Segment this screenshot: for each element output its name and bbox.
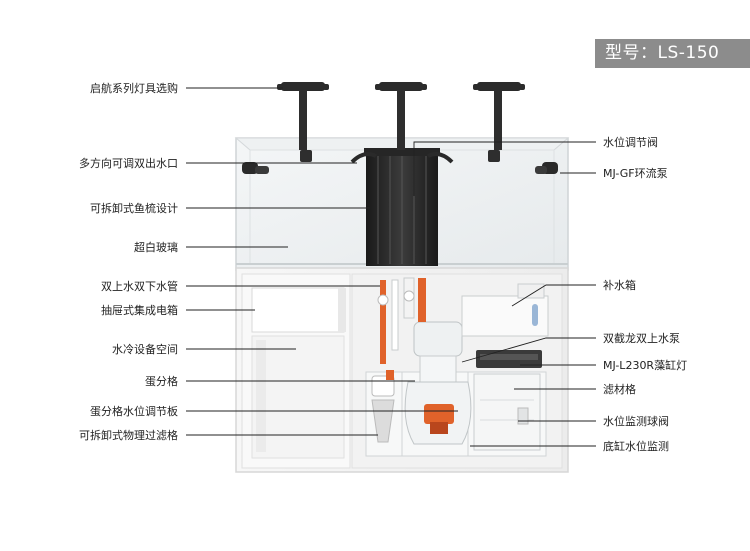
label-ball-valve: 水位监测球阀: [603, 415, 669, 428]
filter-sock: [371, 399, 395, 443]
label-pipes: 双上水双下水管: [101, 280, 178, 293]
label-sump-monitor: 底缸水位监测: [603, 440, 669, 453]
label-gf-pump: MJ-GF环流泵: [603, 167, 668, 180]
light-fixture-left: [277, 82, 329, 162]
label-ato-box: 补水箱: [603, 279, 636, 292]
refugium-light: [476, 350, 542, 368]
label-media: 滤材格: [603, 383, 636, 396]
label-refugium-light: MJ-L230R藻缸灯: [603, 359, 688, 372]
overflow-comb-box: [350, 148, 454, 266]
protein-skimmer: [404, 321, 472, 445]
light-fixture-right: [473, 82, 525, 162]
label-comb: 可拆卸式鱼梳设计: [90, 202, 178, 215]
gf-pump-left: [242, 162, 269, 174]
ato-reservoir: [461, 283, 549, 337]
label-filter: 可拆卸式物理过滤格: [79, 429, 178, 442]
leader-lines-left: [186, 87, 458, 436]
label-drawer-box: 抽屉式集成电箱: [101, 304, 178, 317]
label-dual-outlet: 多方向可调双出水口: [79, 157, 178, 170]
gf-pump-right: [535, 162, 558, 174]
label-chiller-space: 水冷设备空间: [112, 343, 178, 356]
drawer-electric-box: [251, 287, 346, 333]
label-skimmer-chamber: 蛋分格: [145, 375, 178, 388]
model-badge: 型号：LS-150: [595, 39, 750, 68]
label-level-valve: 水位调节阀: [603, 136, 658, 149]
label-glass: 超白玻璃: [134, 241, 178, 254]
light-fixture-center: [375, 82, 427, 150]
leader-lines-right: [413, 141, 596, 447]
chiller-space: [251, 335, 345, 459]
label-level-plate: 蛋分格水位调节板: [90, 405, 178, 418]
label-lights: 启航系列灯具选购: [90, 82, 178, 95]
media-chamber: [473, 373, 541, 451]
return-pipes: [377, 277, 426, 364]
label-return-pump: 双截龙双上水泵: [603, 332, 680, 345]
